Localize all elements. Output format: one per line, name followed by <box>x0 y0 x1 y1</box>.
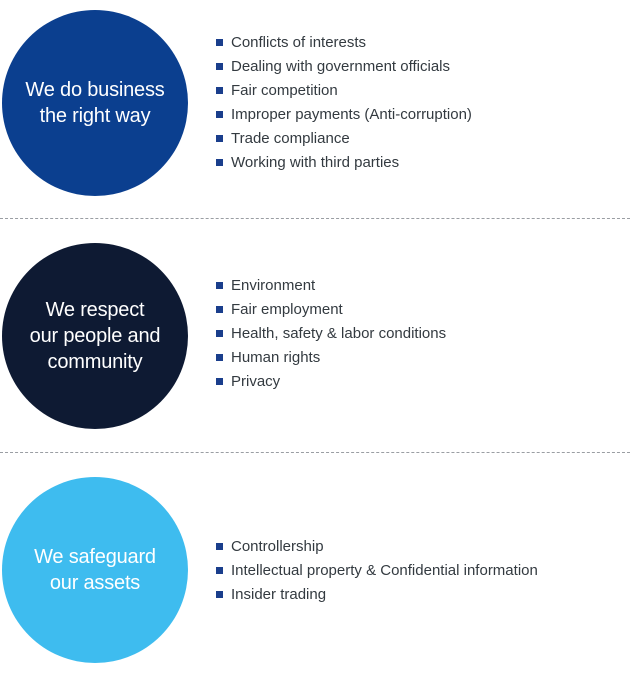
list-item: Improper payments (Anti-corruption) <box>216 102 472 126</box>
list-item: Trade compliance <box>216 126 472 150</box>
list-item: Working with third parties <box>216 150 472 174</box>
bullet-square-icon <box>216 110 223 118</box>
business-bullet-list: Conflicts of interests Dealing with gove… <box>216 30 472 174</box>
bullet-square-icon <box>216 566 223 574</box>
list-item: Controllership <box>216 534 538 558</box>
list-item: Environment <box>216 273 446 297</box>
people-bullet-list: Environment Fair employment Health, safe… <box>216 273 446 393</box>
list-item: Dealing with government officials <box>216 54 472 78</box>
bullet-square-icon <box>216 38 223 46</box>
list-item: Fair employment <box>216 297 446 321</box>
list-item: Health, safety & labor conditions <box>216 321 446 345</box>
bullet-square-icon <box>216 62 223 70</box>
circle-business: We do business the right way <box>2 10 188 196</box>
circle-people: We respect our people and community <box>2 243 188 429</box>
bullet-square-icon <box>216 353 223 361</box>
circle-assets: We safeguard our assets <box>2 477 188 663</box>
bullet-square-icon <box>216 377 223 385</box>
bullet-square-icon <box>216 329 223 337</box>
circle-business-text: We do business the right way <box>25 79 165 127</box>
list-item: Privacy <box>216 369 446 393</box>
list-item: Intellectual property & Confidential inf… <box>216 558 538 582</box>
section-divider <box>0 218 630 219</box>
bullet-square-icon <box>216 158 223 166</box>
section-divider <box>0 452 630 453</box>
list-item: Fair competition <box>216 78 472 102</box>
list-item: Human rights <box>216 345 446 369</box>
bullet-square-icon <box>216 305 223 313</box>
assets-bullet-list: Controllership Intellectual property & C… <box>216 534 538 606</box>
circle-people-text: We respect our people and community <box>29 299 161 373</box>
bullet-square-icon <box>216 281 223 289</box>
bullet-square-icon <box>216 86 223 94</box>
bullet-square-icon <box>216 542 223 550</box>
list-item: Insider trading <box>216 582 538 606</box>
bullet-square-icon <box>216 590 223 598</box>
bullet-square-icon <box>216 134 223 142</box>
circle-assets-text: We safeguard our assets <box>34 546 156 594</box>
list-item: Conflicts of interests <box>216 30 472 54</box>
